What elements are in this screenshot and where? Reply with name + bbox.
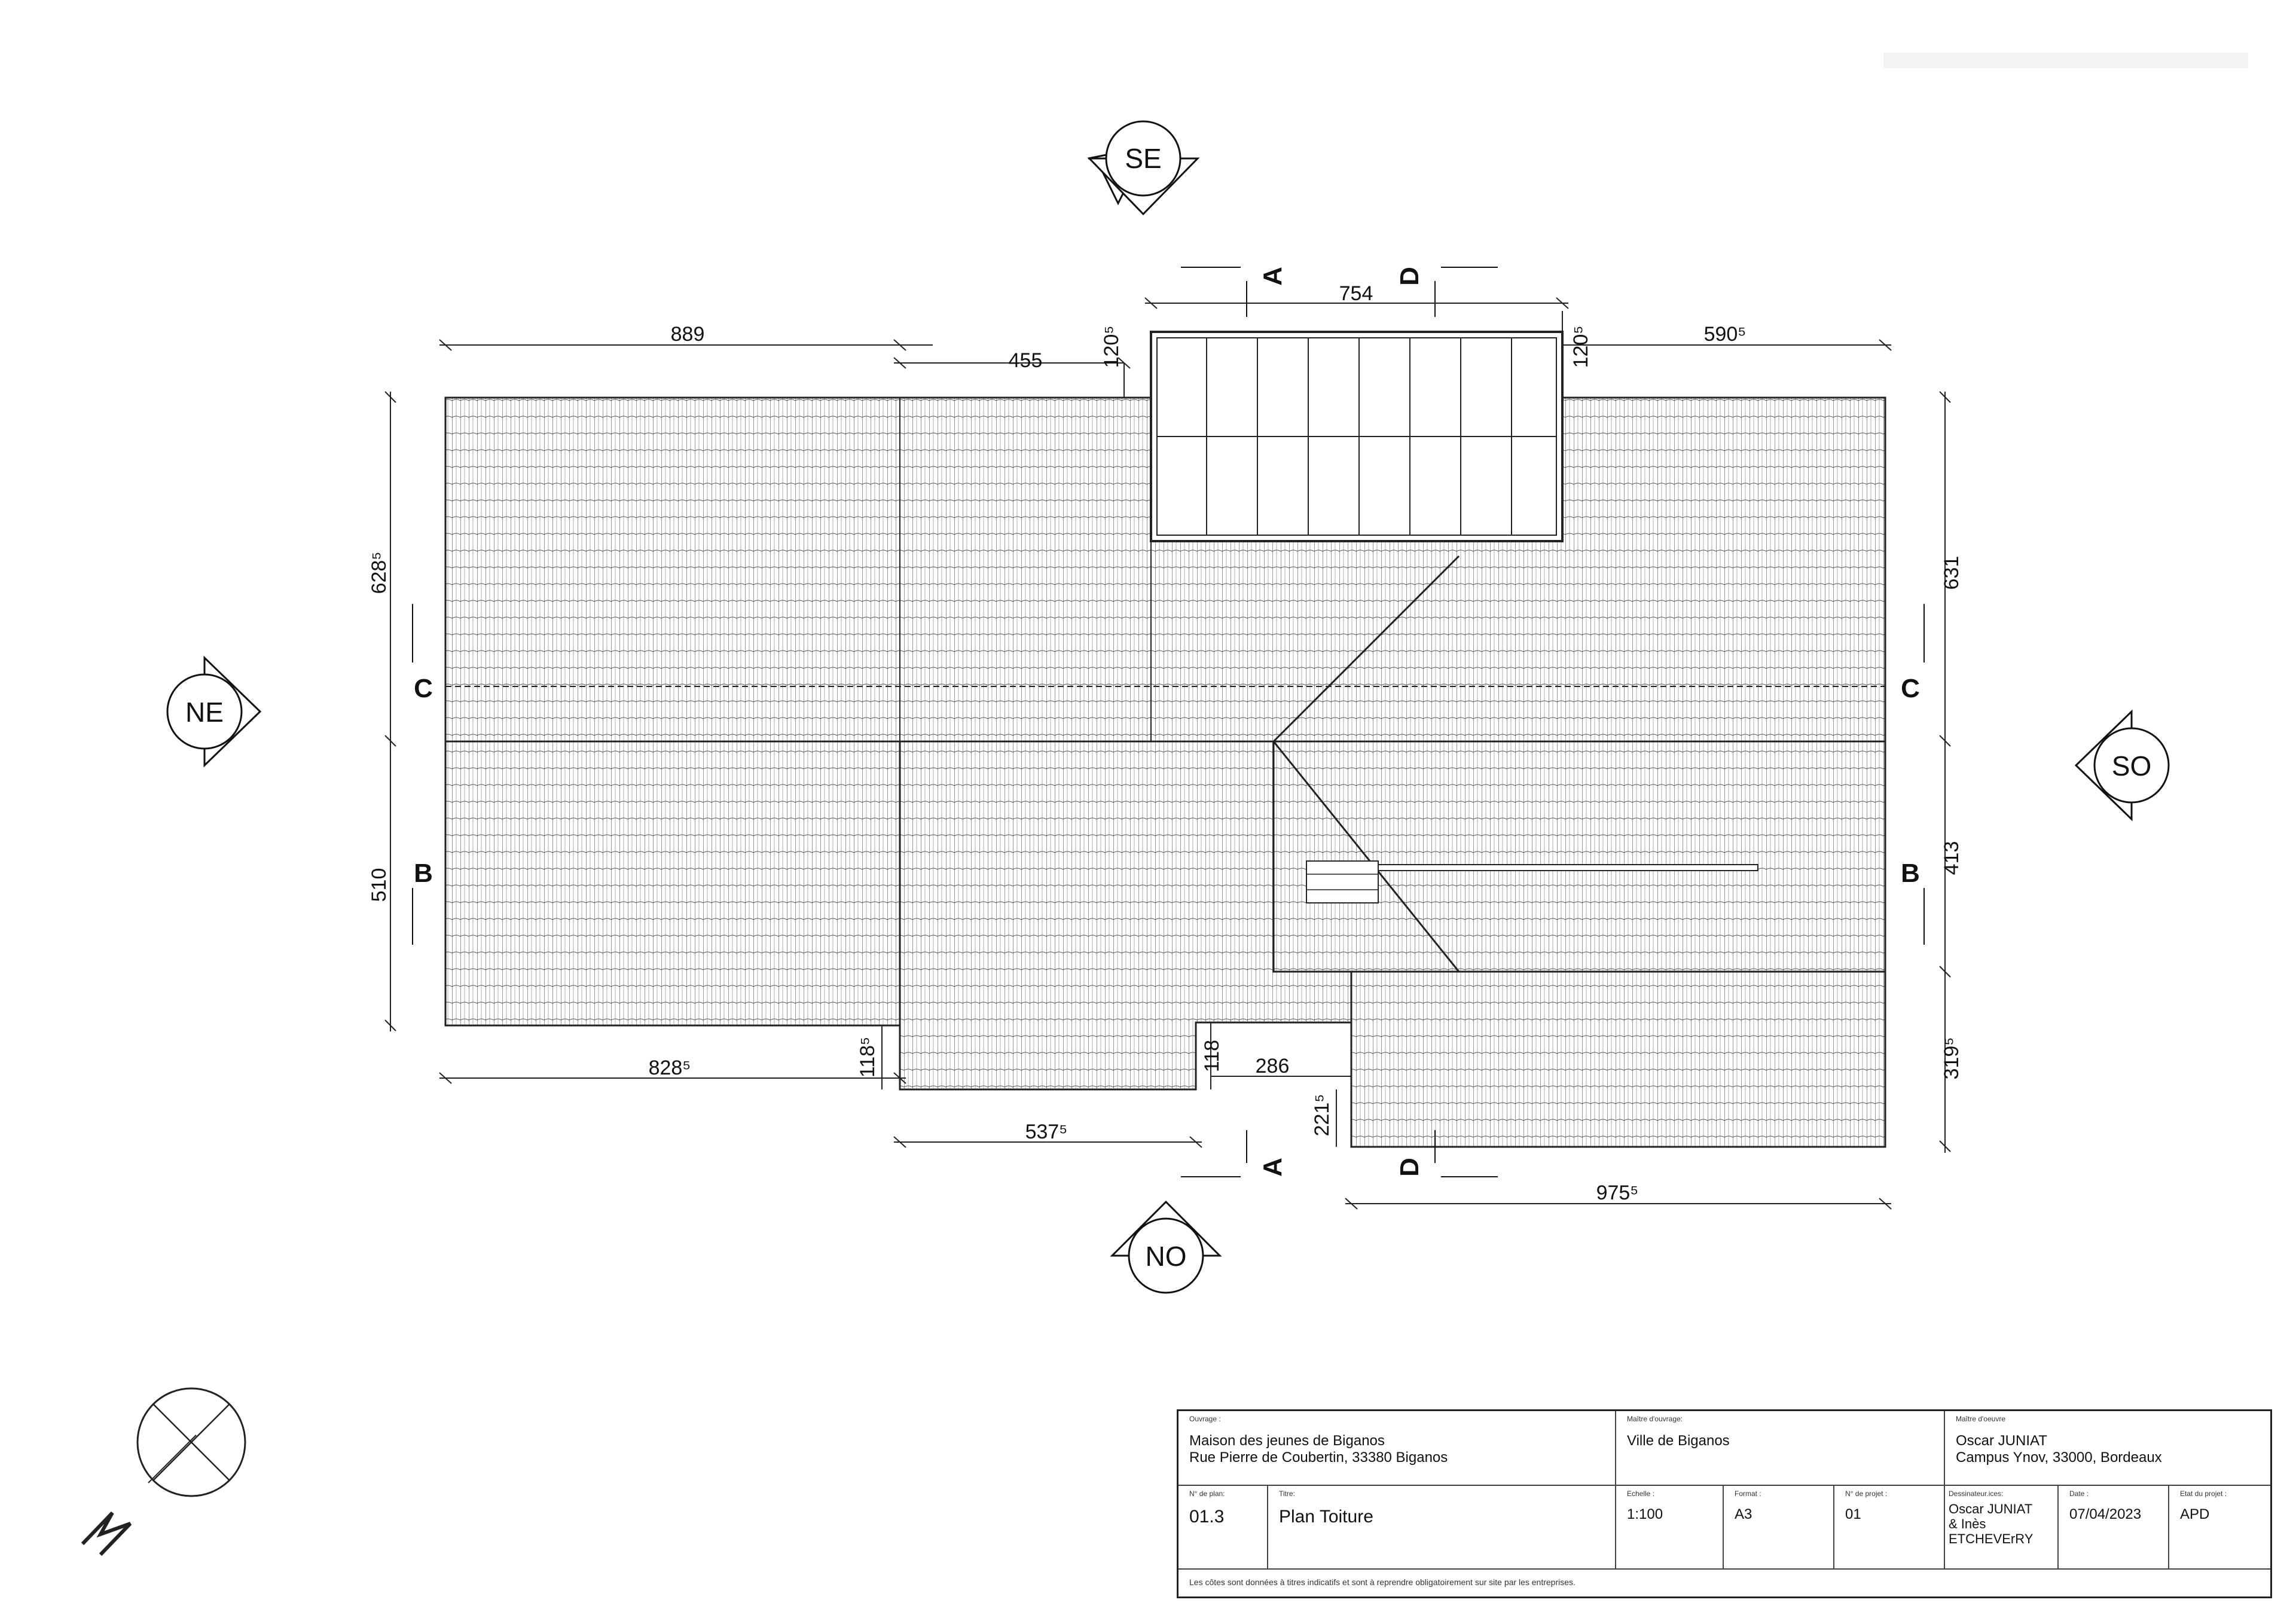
so-circle [2093, 727, 2170, 804]
echelle-cell: Echelle : 1:100 [1616, 1486, 1724, 1570]
echelle: 1:100 [1627, 1506, 1663, 1522]
moe-cell: Maître d'oeuvre Oscar JUNIAT Campus Ynov… [1945, 1411, 2270, 1486]
dim-skylight-width: 754 [1339, 282, 1373, 305]
dim-left-upper: 628⁵ [368, 552, 390, 594]
section-c-left: C [414, 674, 433, 703]
dim-top-mid: 455 [1009, 349, 1043, 372]
dessinateur-label: Dessinateur.ices: [1949, 1489, 2004, 1498]
header-stamp [1883, 53, 2248, 68]
etat: APD [2180, 1506, 2210, 1522]
orientation-ne-label: NE [185, 697, 224, 728]
title-block: Ouvrage : Maison des jeunes de Biganos R… [1177, 1409, 2272, 1598]
date: 07/04/2023 [2069, 1506, 2142, 1522]
moa-label: Maître d'ouvrage: [1627, 1415, 1683, 1423]
north-arrow [81, 1387, 246, 1556]
orientation-se-label: SE [1125, 143, 1161, 174]
etat-label: Etat du projet : [2180, 1489, 2227, 1498]
titre-cell: Titre: Plan Toiture [1268, 1486, 1616, 1570]
moa-value: Ville de Biganos [1627, 1433, 1730, 1449]
ouvrage-address: Rue Pierre de Coubertin, 33380 Biganos [1189, 1449, 1448, 1466]
dim-bottom-mid: 537⁵ [1025, 1121, 1068, 1143]
north-glyph [81, 1511, 132, 1556]
dim-left-lower: 510 [368, 868, 390, 902]
date-cell: Date : 07/04/2023 [2059, 1486, 2169, 1570]
dim-bottom-left: 828⁵ [649, 1057, 691, 1079]
dim-notch-width: 286 [1256, 1055, 1290, 1077]
titre: Plan Toiture [1279, 1507, 1373, 1527]
dim-top-left: 889 [671, 323, 705, 346]
dessinateur-line3: ETCHEVErRY [1949, 1531, 2034, 1546]
dim-right-upper: 631 [1940, 556, 1963, 590]
moe-name: Oscar JUNIAT [1956, 1433, 2047, 1449]
section-c-right: C [1901, 674, 1920, 703]
gutter-box [1306, 860, 1379, 903]
titre-label: Titre: [1279, 1489, 1295, 1498]
dessinateur-line2: & Inès [1949, 1516, 1986, 1531]
ouvrage-label: Ouvrage : [1189, 1415, 1221, 1423]
projet: 01 [1845, 1506, 1861, 1522]
roof-lines [445, 398, 1885, 972]
dessinateur-cell: Dessinateur.ices: Oscar JUNIAT & Inès ET… [1945, 1486, 2059, 1570]
valley-upper [1272, 555, 1460, 743]
disclaimer-note: Les côtes sont données à titres indicati… [1189, 1577, 1576, 1587]
moe-address: Campus Ynov, 33000, Bordeaux [1956, 1449, 2162, 1466]
section-d-bottom: D [1395, 1158, 1424, 1177]
no-circle [1128, 1217, 1204, 1294]
plan-no-label: N° de plan: [1189, 1489, 1225, 1498]
gutter-strip [1369, 864, 1758, 871]
section-d-top: D [1395, 267, 1424, 286]
etat-cell: Etat du projet : APD [2169, 1486, 2270, 1570]
plan-no-cell: N° de plan: 01.3 [1178, 1486, 1268, 1570]
moe-label: Maître d'oeuvre [1956, 1415, 2005, 1423]
section-a-top: A [1258, 267, 1287, 286]
date-label: Date : [2069, 1489, 2089, 1498]
roof-plane-wing [1350, 970, 1886, 1148]
orientation-no-label: NO [1146, 1241, 1187, 1272]
plan-no: 01.3 [1189, 1507, 1225, 1527]
dessinateur-line1: Oscar JUNIAT [1949, 1501, 2033, 1516]
ouvrage-cell: Ouvrage : Maison des jeunes de Biganos R… [1178, 1411, 1616, 1486]
projet-label: N° de projet : [1845, 1489, 1888, 1498]
echelle-label: Echelle : [1627, 1489, 1655, 1498]
roof-plane-lower-left [444, 740, 901, 1027]
dimension-lines [384, 297, 1951, 1210]
section-a-bottom: A [1258, 1158, 1287, 1177]
format-label: Format : [1735, 1489, 1761, 1498]
projet-cell: N° de projet : 01 [1834, 1486, 1945, 1570]
orientation-so-label: SO [2112, 750, 2151, 782]
dim-skylight-left: 120⁵ [1100, 326, 1123, 368]
dim-right-mid: 413 [1940, 841, 1963, 875]
se-circle [1105, 120, 1181, 197]
dim-wing-step: 221⁵ [1311, 1094, 1333, 1137]
valley-lower [1272, 741, 1460, 972]
ouvrage-name: Maison des jeunes de Biganos [1189, 1433, 1385, 1449]
skylight-panel [1150, 331, 1564, 542]
section-b-right: B [1901, 859, 1920, 888]
moa-cell: Maître d'ouvrage: Ville de Biganos [1616, 1411, 1945, 1486]
dim-bottom-step: 118⁵ [856, 1037, 879, 1077]
section-marks [412, 267, 1925, 1177]
format-cell: Format : A3 [1724, 1486, 1834, 1570]
dim-bottom-right: 975⁵ [1596, 1182, 1639, 1204]
ne-circle [166, 673, 243, 750]
dim-notch-height: 118 [1201, 1040, 1223, 1072]
dim-right-lower: 319⁵ [1940, 1037, 1963, 1080]
format: A3 [1735, 1506, 1752, 1522]
dim-skylight-right: 120⁵ [1570, 326, 1592, 368]
section-b-left: B [414, 859, 433, 888]
dim-top-right: 590⁵ [1704, 323, 1747, 346]
dimension-labels: 889 455 120⁵ 754 120⁵ 590⁵ 628⁵ 510 631 … [368, 282, 1963, 1204]
